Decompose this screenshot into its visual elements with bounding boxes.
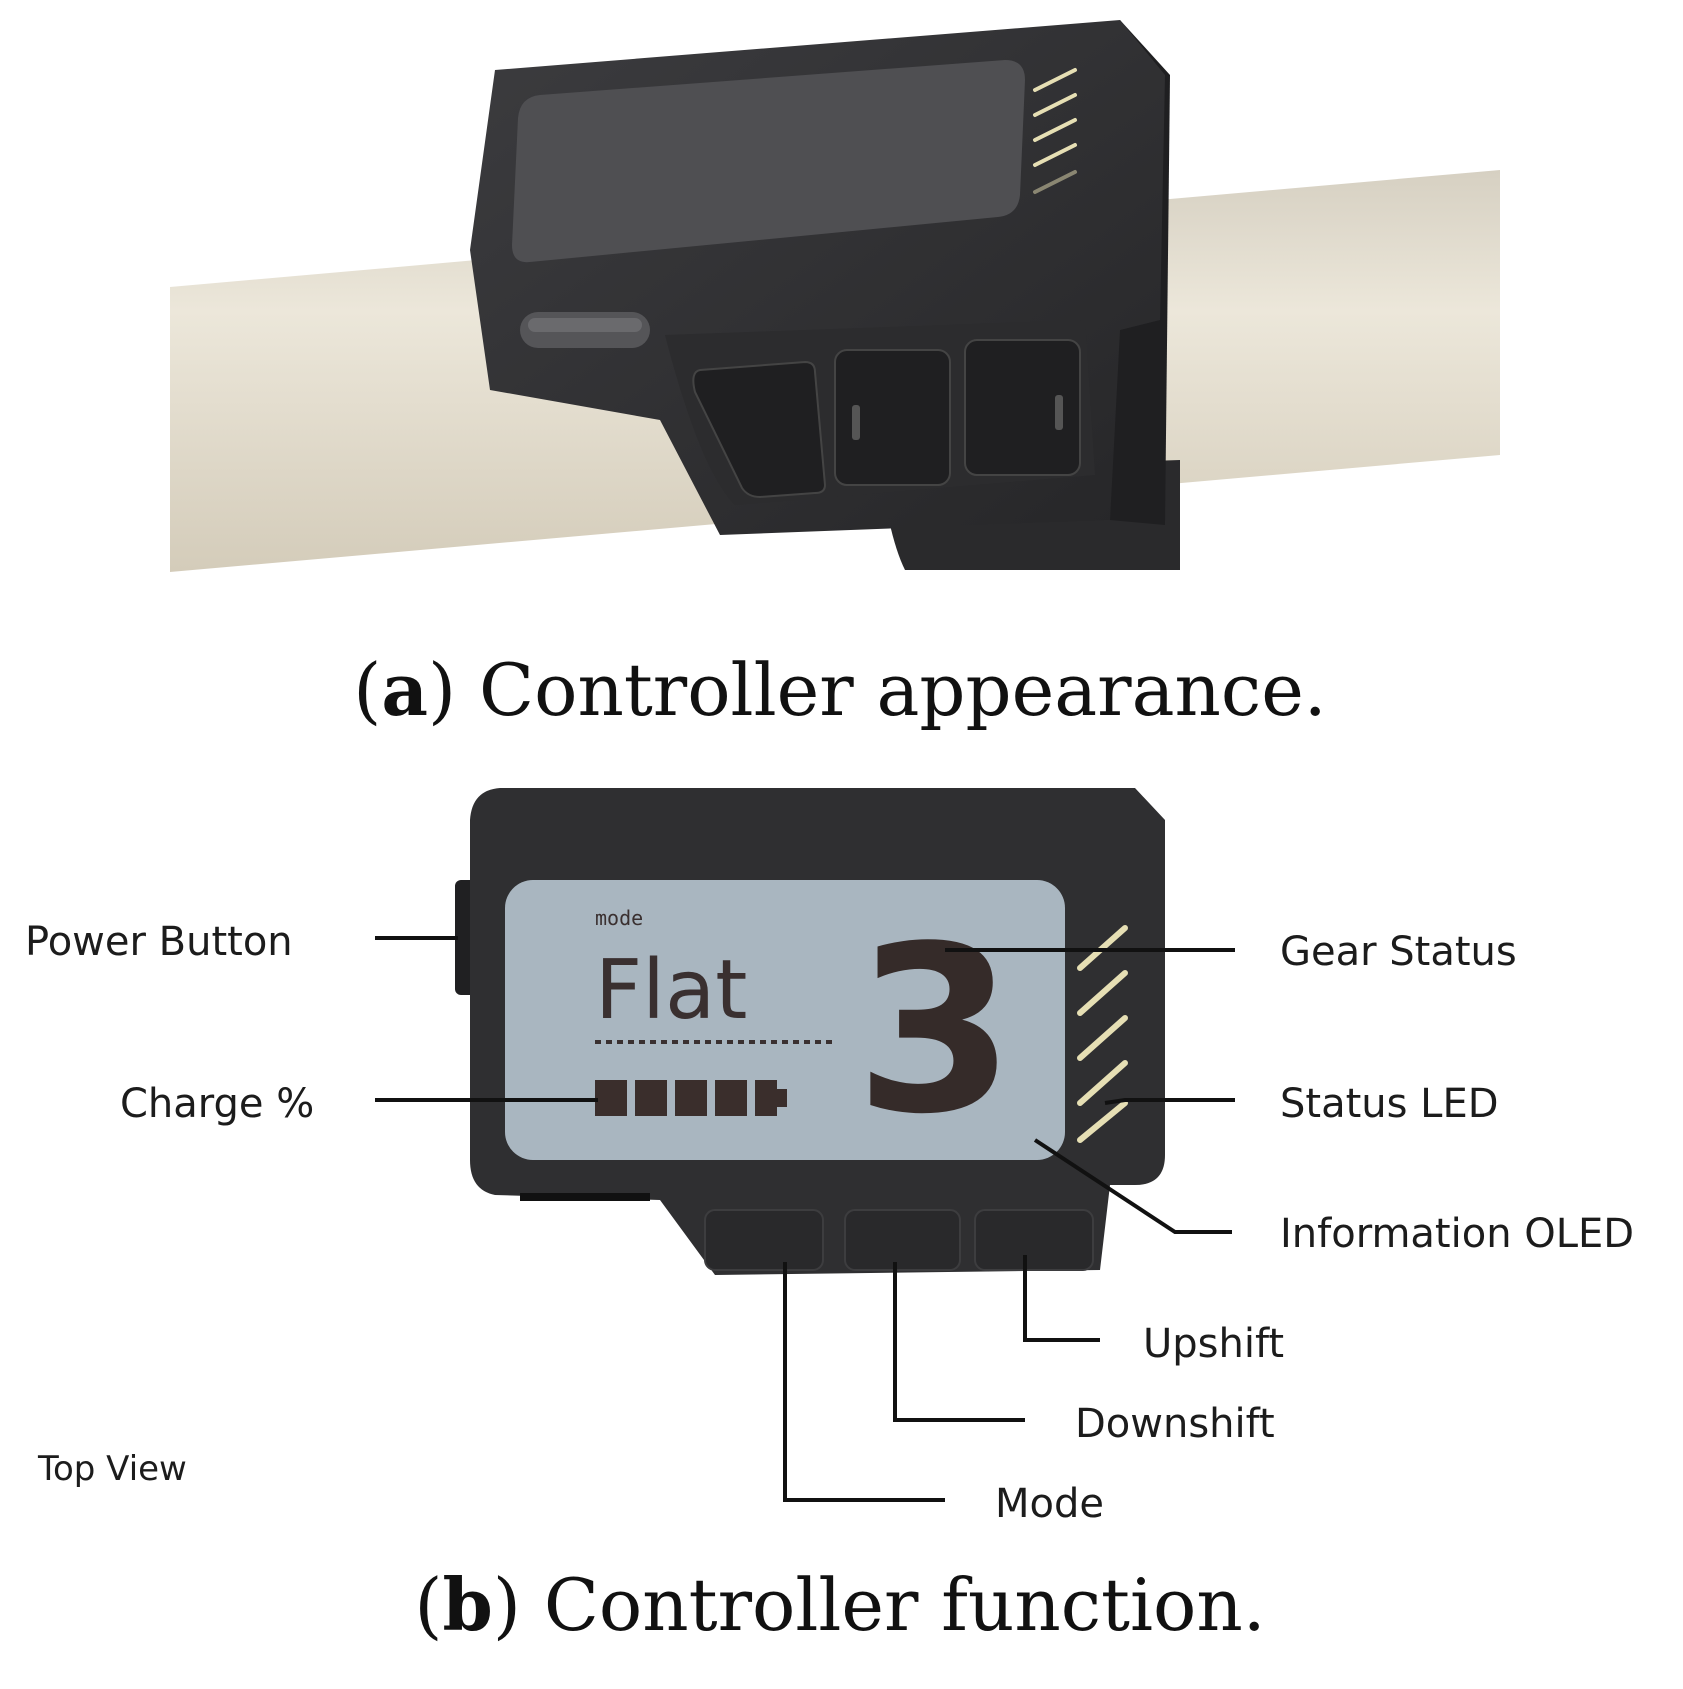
leader-upshift [1023,1255,1100,1342]
label-power-button: Power Button [25,919,293,965]
led-stripes-a [1033,68,1077,194]
label-status-led: Status LED [1280,1081,1499,1127]
label-gear-status: Gear Status [1280,929,1517,975]
caption-a: (a) Controller appearance. [353,647,1326,732]
battery-segment [635,1080,667,1116]
battery-indicator [595,1080,787,1116]
caption-b-text: Controller function. [544,1563,1266,1647]
leader-status-led [1104,1098,1235,1105]
callout-leaders [375,936,1235,1502]
leader-information-oled [1033,1138,1232,1234]
battery-segment [675,1080,707,1116]
battery-tip [777,1089,787,1107]
label-information-oled: Information OLED [1280,1211,1634,1257]
oled-mode-caption: mode [595,906,643,930]
battery-segment [595,1080,627,1116]
mode-button-a [692,360,827,499]
front-slot [520,1193,650,1201]
battery-segment [755,1080,777,1116]
upshift-button-b [974,1209,1094,1271]
label-charge: Charge % [120,1081,314,1127]
caption-a-text: Controller appearance. [479,648,1327,732]
caption-b-letter: b [443,1562,493,1647]
controller-screen [512,60,1025,263]
leader-mode [783,1262,945,1502]
oled-mode-value: Flat [595,943,747,1038]
label-downshift: Downshift [1075,1401,1275,1447]
downshift-button-b [844,1209,961,1271]
oled-gear-value: 3 [855,898,1015,1165]
battery-segment [715,1080,747,1116]
panel-a-illustration [170,20,1500,572]
leader-downshift [893,1262,1025,1422]
label-top-view: Top View [37,1449,187,1489]
caption-b: (b) Controller function. [414,1562,1265,1647]
mode-button-b [704,1209,824,1271]
panel-b-illustration: mode Flat 3 [455,788,1165,1275]
label-mode: Mode [995,1481,1104,1527]
caption-a-letter: a [381,647,428,732]
upshift-button-a [964,339,1081,476]
downshift-button-a [834,349,951,486]
label-upshift: Upshift [1143,1321,1284,1367]
